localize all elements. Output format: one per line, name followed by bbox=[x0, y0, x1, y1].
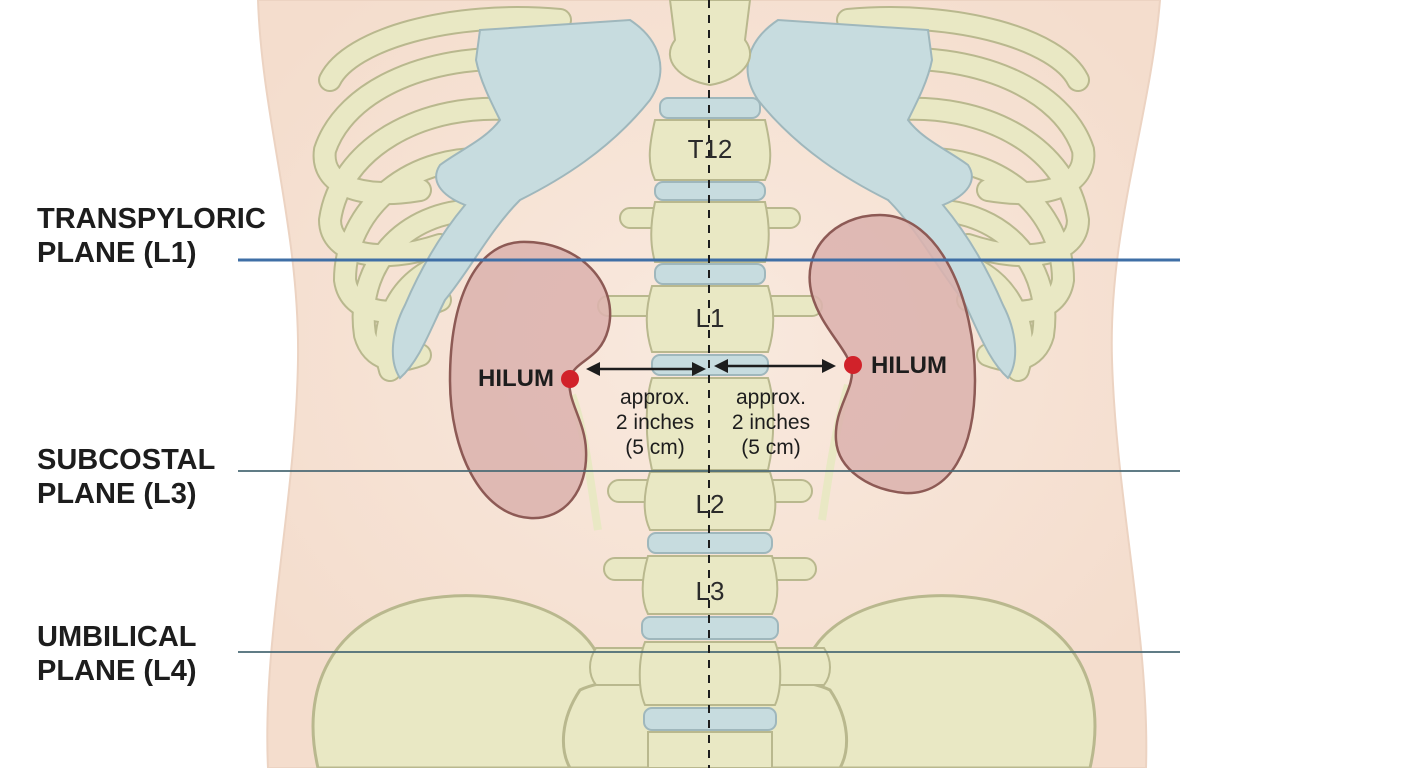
right-distance-line2: 2 inches bbox=[732, 411, 810, 434]
right-distance-line1: approx. bbox=[736, 386, 806, 409]
right-rib-cage bbox=[836, 6, 1096, 382]
right-hilum-marker bbox=[844, 356, 862, 374]
right-hilum-label: HILUM bbox=[871, 352, 947, 379]
pelvis bbox=[311, 594, 1097, 768]
left-distance-line2: 2 inches bbox=[616, 411, 694, 434]
vertebra-label-l1: L1 bbox=[696, 303, 725, 333]
left-hilum-marker bbox=[561, 370, 579, 388]
transpyloric-label-line2: PLANE (L1) bbox=[37, 237, 197, 269]
vertebra-label-l3: L3 bbox=[696, 576, 725, 606]
vertebra-label-l2: L2 bbox=[696, 489, 725, 519]
right-distance-line3: (5 cm) bbox=[741, 436, 801, 459]
left-kidney bbox=[448, 240, 612, 520]
spine bbox=[589, 0, 831, 768]
transpyloric-label-line1: TRANSPYLORIC bbox=[37, 203, 266, 235]
umbilical-label-line1: UMBILICAL bbox=[37, 621, 196, 653]
left-distance-line1: approx. bbox=[620, 386, 690, 409]
right-kidney bbox=[808, 213, 977, 495]
left-distance-line3: (5 cm) bbox=[625, 436, 685, 459]
subcostal-label-line1: SUBCOSTAL bbox=[37, 444, 215, 476]
left-hilum-label: HILUM bbox=[478, 365, 554, 392]
umbilical-label-line2: PLANE (L4) bbox=[37, 655, 197, 687]
distance-arrows bbox=[586, 359, 836, 376]
right-costal-cartilage bbox=[746, 18, 1017, 380]
left-costal-cartilage bbox=[391, 18, 662, 380]
vertebra-label-t12: T12 bbox=[688, 134, 733, 164]
subcostal-label-line2: PLANE (L3) bbox=[37, 478, 197, 510]
